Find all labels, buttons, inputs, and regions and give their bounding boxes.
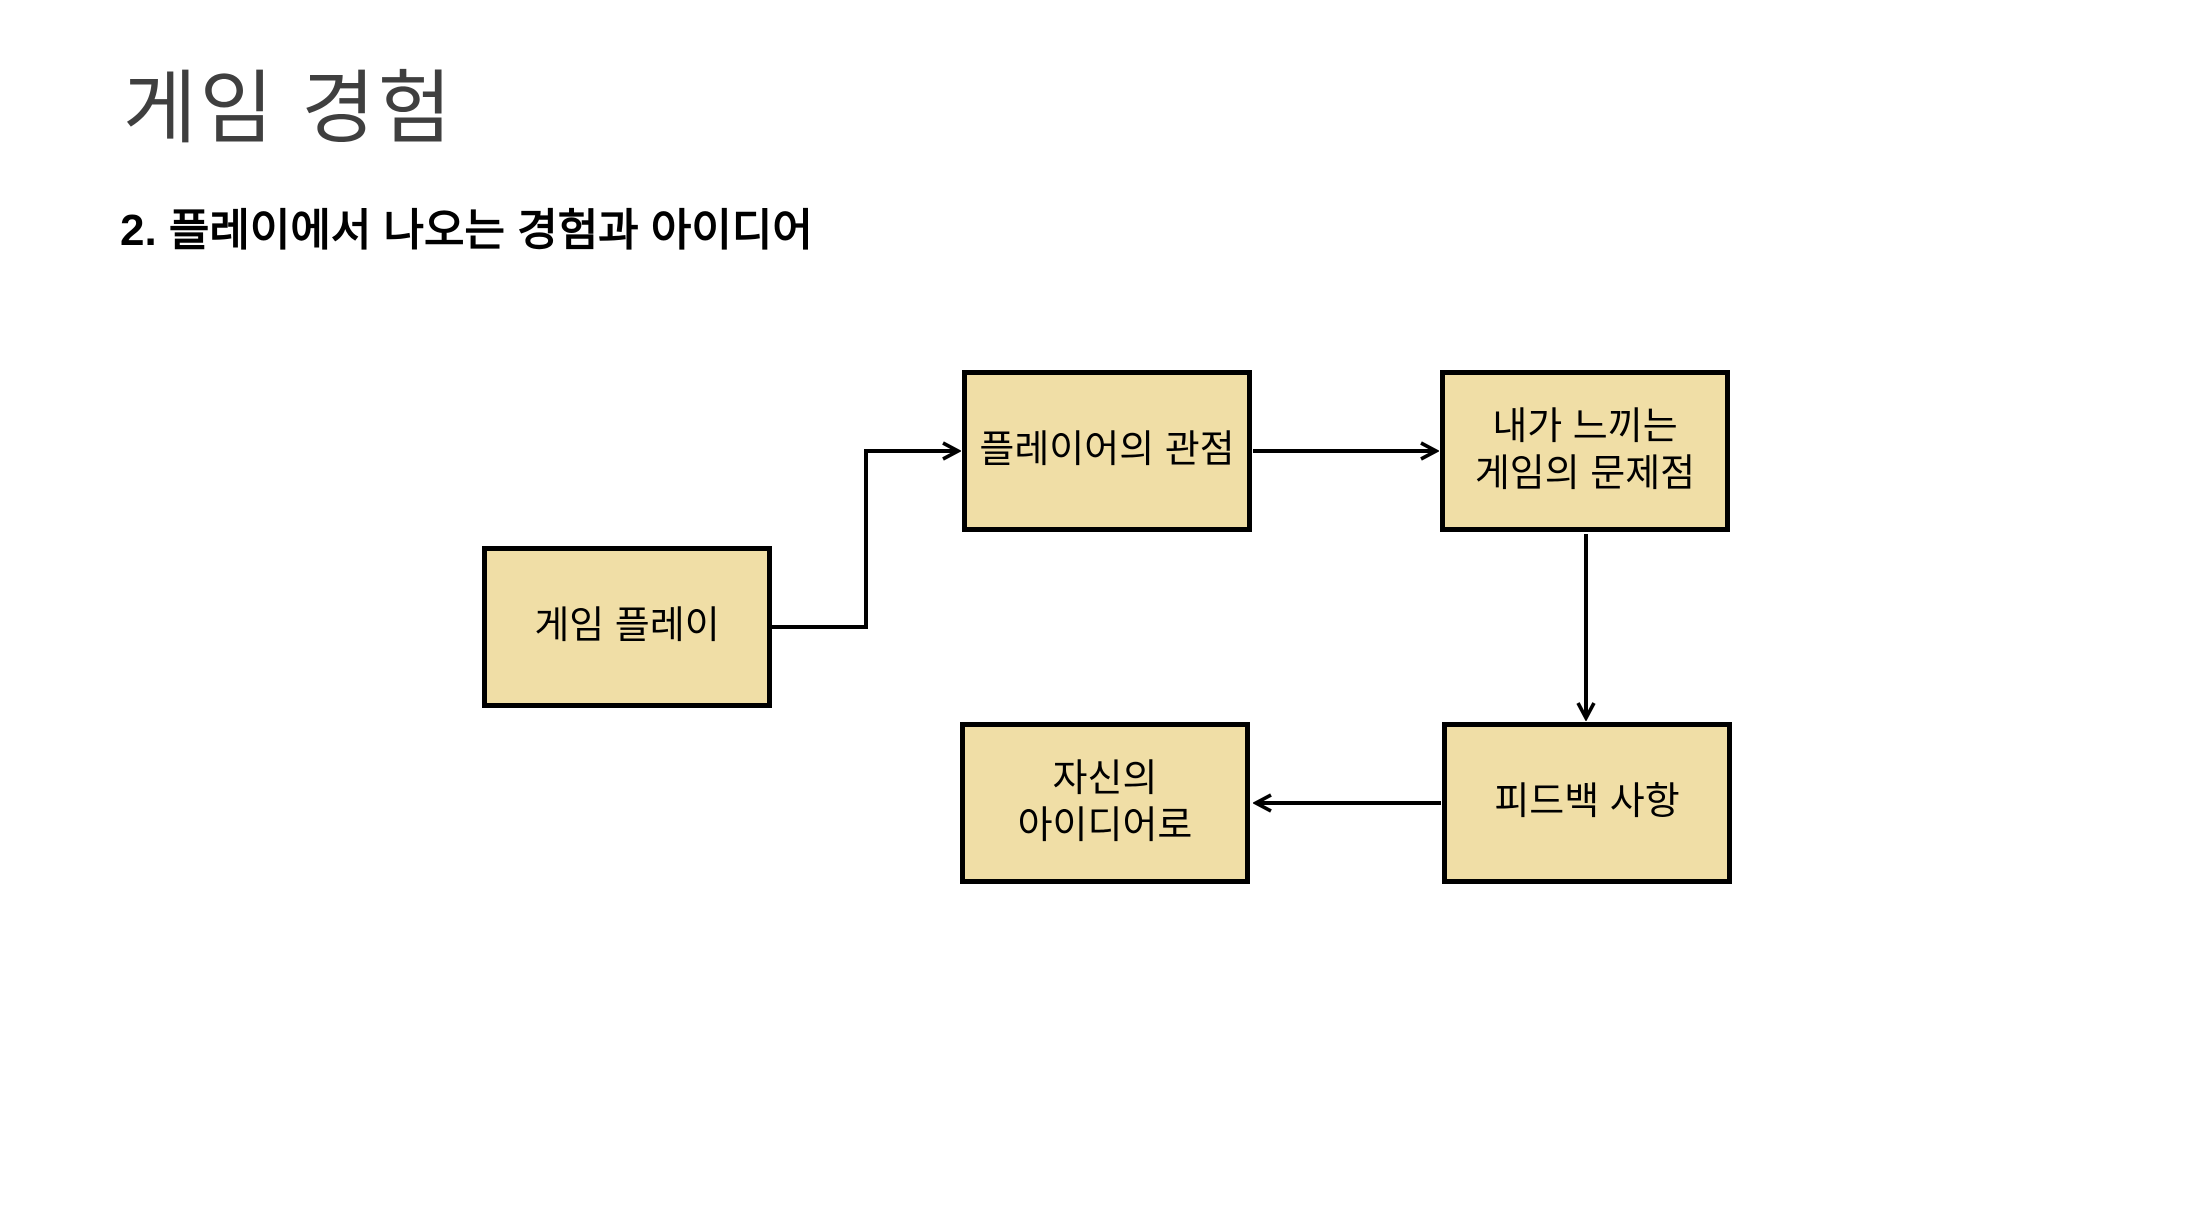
node-label-line: 자신의 <box>1052 757 1158 800</box>
node-label-line: 아이디어로 <box>1017 805 1193 847</box>
node-feedback-items: 피드백 사항 <box>1442 722 1732 884</box>
node-label-line: 내가 느끼는 <box>1492 405 1678 448</box>
node-label: 게임 플레이 <box>534 605 720 648</box>
node-to-own-ideas: 자신의 아이디어로 <box>960 722 1250 884</box>
slide-subtitle: 2. 플레이에서 나오는 경험과 아이디어 <box>120 206 813 255</box>
node-label: 플레이어의 관점 <box>979 429 1235 472</box>
node-label-line: 게임의 문제점 <box>1474 453 1696 495</box>
node-player-perspective: 플레이어의 관점 <box>962 370 1252 532</box>
node-game-play: 게임 플레이 <box>482 546 772 708</box>
node-label: 피드백 사항 <box>1494 781 1680 824</box>
page-title: 게임 경험 <box>123 64 455 153</box>
node-problems-i-feel: 내가 느끼는 게임의 문제점 <box>1440 370 1730 532</box>
edge-gameplay-to-perspective-elbow <box>771 451 958 629</box>
